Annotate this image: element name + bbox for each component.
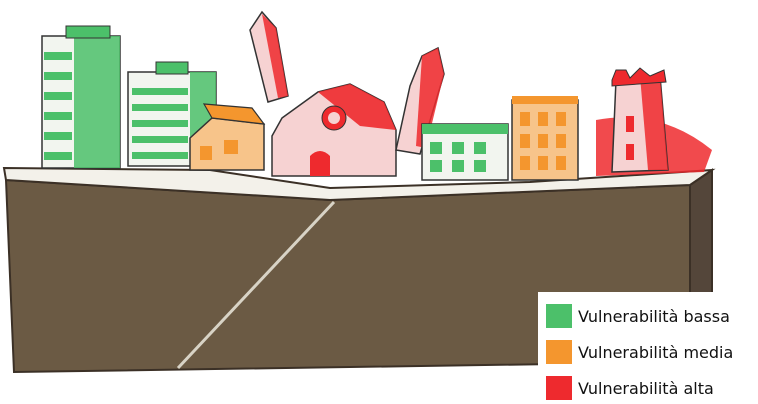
building-low-tall <box>42 26 120 168</box>
legend-label-high: Vulnerabilità alta <box>578 379 714 398</box>
building-high-tower <box>596 68 712 176</box>
legend-item-high: Vulnerabilità alta <box>546 374 714 402</box>
legend-swatch-low <box>546 304 572 328</box>
legend-item-low: Vulnerabilità bassa <box>546 302 730 330</box>
legend-label-medium: Vulnerabilità media <box>578 343 733 362</box>
legend-swatch-medium <box>546 340 572 364</box>
building-medium-apartment <box>512 96 578 180</box>
building-high-church <box>250 12 444 176</box>
legend-swatch-high <box>546 376 572 400</box>
legend: Vulnerabilità bassa Vulnerabilità media … <box>538 292 756 404</box>
building-low-block <box>422 124 508 180</box>
legend-label-low: Vulnerabilità bassa <box>578 307 730 326</box>
legend-item-medium: Vulnerabilità media <box>546 338 733 366</box>
